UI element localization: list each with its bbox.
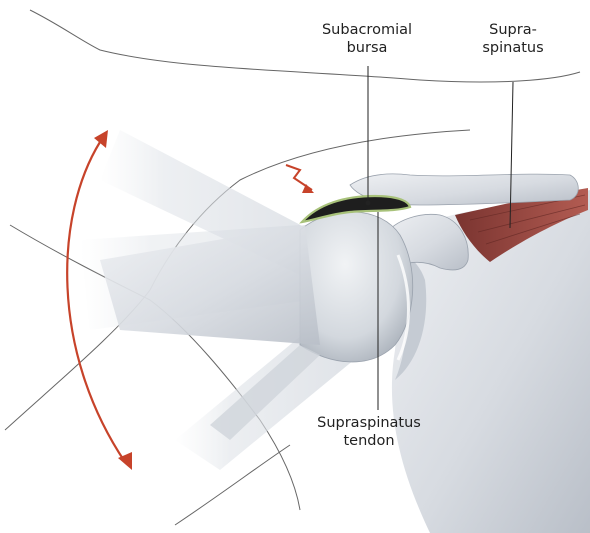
lightning-arrow-icon: [286, 165, 314, 193]
label-subacromial-bursa: Subacromial bursa: [292, 21, 442, 57]
label-subacromial-bursa-line2: bursa: [292, 39, 442, 57]
label-supraspinatus-tendon-line1: Supraspinatus: [294, 414, 444, 432]
label-supraspinatus-line2: spinatus: [468, 39, 558, 57]
label-supraspinatus: Supra- spinatus: [468, 21, 558, 57]
label-supraspinatus-tendon: Supraspinatus tendon: [294, 414, 444, 450]
label-supraspinatus-line1: Supra-: [468, 21, 558, 39]
label-supraspinatus-tendon-line2: tendon: [294, 432, 444, 450]
label-subacromial-bursa-line1: Subacromial: [292, 21, 442, 39]
